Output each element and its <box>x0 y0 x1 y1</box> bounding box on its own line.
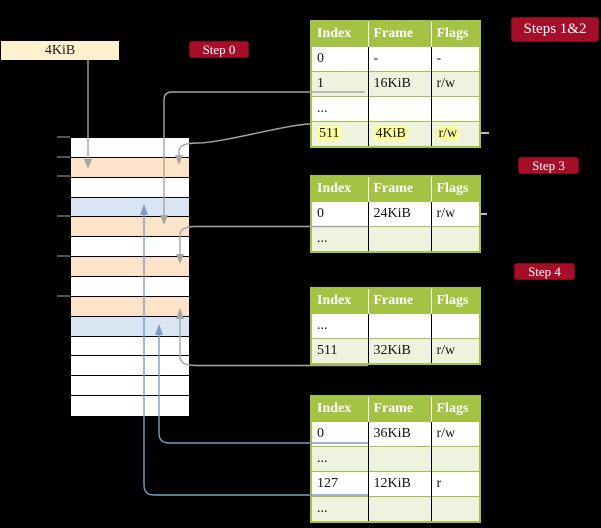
table-row: 1 16KiB r/w <box>311 71 480 97</box>
memory-row <box>71 316 189 337</box>
memory-row <box>71 138 189 158</box>
cell-index: 1 <box>317 76 324 91</box>
cell-index: 0 <box>317 426 324 441</box>
col-header-frame: Frame <box>368 21 432 47</box>
cell-frame: - <box>373 51 379 66</box>
col-header-frame: Frame <box>368 396 432 422</box>
cell-frame: 12KiB <box>373 476 411 491</box>
memory-row <box>71 197 189 218</box>
cell-flags: r/w <box>436 76 456 91</box>
memory-row <box>71 336 189 357</box>
cell-flags: r/w <box>436 426 456 441</box>
cell-index: 511 <box>317 126 342 141</box>
physical-memory-column <box>70 137 190 417</box>
table-row: 0 - - <box>311 46 480 72</box>
memory-row <box>71 237 189 258</box>
memory-row <box>71 257 189 278</box>
col-header-flags: Flags <box>431 21 480 47</box>
cell-index: ... <box>317 318 328 333</box>
arrow-pte511-to-frame4k <box>178 123 312 156</box>
cell-index: ... <box>317 101 328 116</box>
memory-row <box>71 296 189 317</box>
table-row: 0 36KiB r/w <box>311 421 480 447</box>
badge-steps-1-2: Steps 1&2 <box>511 17 599 42</box>
cell-index: 511 <box>317 343 338 358</box>
col-header-flags: Flags <box>431 288 480 314</box>
col-header-frame: Frame <box>368 288 432 314</box>
page-table-leaf: Index Frame Flags 0 36KiB r/w ... 127 12… <box>310 395 481 523</box>
cell-index: 127 <box>317 476 338 491</box>
col-header-index: Index <box>311 21 369 47</box>
badge-step-3: Step 3 <box>518 157 579 174</box>
page-table-step3: Index Frame Flags 0 24KiB r/w ... <box>310 175 481 253</box>
cell-index: ... <box>317 231 328 246</box>
cell-flags: r/w <box>436 343 456 358</box>
table-row: ... <box>311 96 480 122</box>
cell-flags: - <box>436 51 442 66</box>
cell-frame: 32KiB <box>373 343 411 358</box>
memory-row <box>71 157 189 178</box>
memory-tick-marks <box>57 136 70 297</box>
cell-flags: r/w <box>436 126 460 141</box>
cell-index: 0 <box>317 51 324 66</box>
table-row-highlighted: 511 4KiB r/w <box>311 121 480 147</box>
col-header-index: Index <box>311 176 369 202</box>
memory-row <box>71 396 189 417</box>
cell-flags: r <box>436 476 442 491</box>
cell-index: 0 <box>317 206 324 221</box>
table-row: 127 12KiB r <box>311 471 480 497</box>
cell-frame: 24KiB <box>373 206 411 221</box>
cell-index: ... <box>317 501 328 516</box>
page-table-root: Index Frame Flags 0 - - 1 16KiB r/w ... … <box>310 20 481 148</box>
cell-frame: 36KiB <box>373 426 411 441</box>
badge-step-4: Step 4 <box>514 263 575 280</box>
cell-flags: r/w <box>436 206 456 221</box>
memory-row <box>71 376 189 397</box>
table-row: 0 24KiB r/w <box>311 201 480 227</box>
table-row: ... <box>311 226 480 252</box>
cell-frame: 16KiB <box>373 76 411 91</box>
table-row: ... <box>311 313 480 339</box>
page-table-step4: Index Frame Flags ... 511 32KiB r/w <box>310 287 481 365</box>
table-row: ... <box>311 496 480 522</box>
col-header-frame: Frame <box>368 176 432 202</box>
col-header-index: Index <box>311 396 369 422</box>
memory-row <box>71 277 189 297</box>
memory-row <box>71 356 189 377</box>
memory-row <box>71 177 189 198</box>
col-header-index: Index <box>311 288 369 314</box>
cell-index: ... <box>317 451 328 466</box>
cell-frame: 4KiB <box>373 126 408 141</box>
col-header-flags: Flags <box>431 396 480 422</box>
memory-row <box>71 217 189 238</box>
table-row: ... <box>311 446 480 472</box>
page-size-label: 4KiB <box>1 41 119 60</box>
edge-stubs <box>481 132 489 215</box>
badge-step-0: Step 0 <box>189 41 249 58</box>
table-row: 511 32KiB r/w <box>311 338 480 364</box>
col-header-flags: Flags <box>431 176 480 202</box>
